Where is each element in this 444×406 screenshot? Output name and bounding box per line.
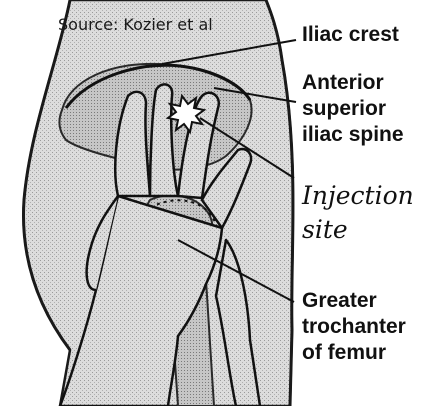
label-trochanter-line-3: of femur xyxy=(302,340,386,365)
label-injection-site-line-1: Injection xyxy=(302,180,414,211)
label-asis-line-2: superior xyxy=(302,96,386,121)
label-trochanter-line-2: trochanter xyxy=(302,314,406,339)
source-citation: Source: Kozier et al xyxy=(58,15,213,34)
label-asis-line-1: Anterior xyxy=(302,70,384,95)
label-trochanter-line-1: Greater xyxy=(302,288,377,313)
label-injection-site-line-2: site xyxy=(302,214,348,245)
label-iliac-crest: Iliac crest xyxy=(302,22,399,47)
label-asis-line-3: iliac spine xyxy=(302,122,404,147)
